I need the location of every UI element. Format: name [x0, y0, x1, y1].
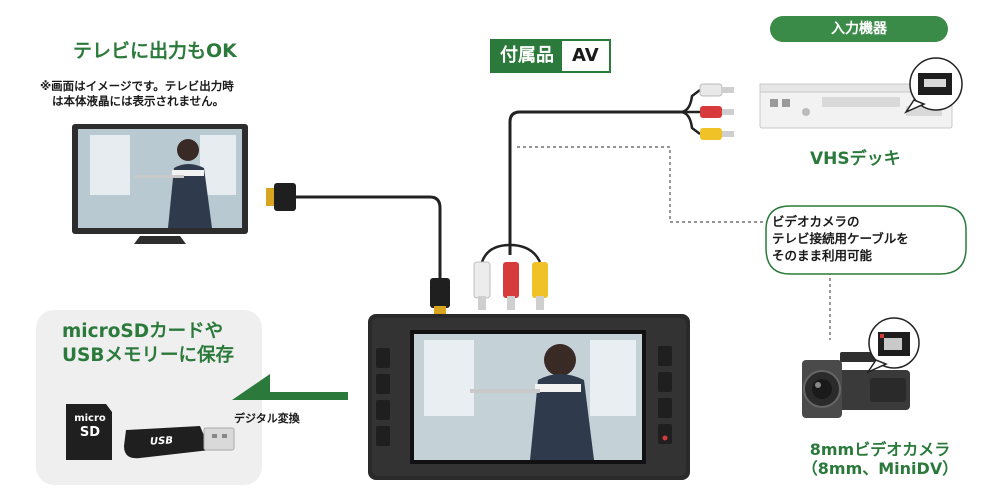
camera-bubble-line1: ビデオカメラの: [772, 214, 860, 229]
accessory-badge-right: AV: [562, 41, 609, 71]
vhs-deck-label: VHSデッキ: [810, 149, 901, 169]
camera-bubble-line2: テレビ接続用ケーブルを: [772, 231, 909, 246]
input-devices-label: 入力機器: [770, 16, 948, 42]
microsd-card-text: micro SD: [70, 412, 110, 440]
hdmi-cable: [266, 183, 450, 314]
vhs-deck-illustration: [759, 57, 963, 129]
capture-device: [368, 314, 690, 480]
storage-title-line2: USBメモリーに保存: [62, 345, 234, 366]
digital-arrow: [232, 374, 348, 400]
tv-output-title: テレビに出力もOK: [73, 40, 237, 62]
camcorder-illustration: [802, 317, 920, 418]
tv-note-line1: ※画面はイメージです。テレビ出力時: [40, 79, 234, 93]
camera-bubble-text: ビデオカメラの テレビ接続用ケーブルを そのまま利用可能: [772, 213, 909, 264]
usb-text: USB: [149, 435, 174, 448]
microsd-card-illustration: [66, 404, 112, 460]
av-cable: [473, 83, 734, 310]
camcorder-label: 8mmビデオカメラ （8mm、MiniDV）: [785, 440, 975, 478]
camcorder-label-line2: （8mm、MiniDV）: [801, 459, 959, 478]
tv-note: ※画面はイメージです。テレビ出力時 は本体液晶には表示されません。: [40, 79, 234, 109]
digital-conversion-label: デジタル変換: [234, 412, 300, 425]
dashed-connector: [517, 146, 831, 340]
microsd-text-line2: SD: [79, 425, 101, 440]
microsd-text-line1: micro: [74, 413, 106, 424]
storage-title: microSDカードや USBメモリーに保存: [62, 320, 234, 368]
accessory-badge-left: 付属品: [492, 41, 562, 71]
camera-bubble-line3: そのまま利用可能: [772, 248, 873, 263]
tv-illustration: [72, 124, 248, 244]
accessory-badge: 付属品 AV: [490, 39, 611, 73]
tv-note-line2: は本体液晶には表示されません。: [52, 94, 225, 108]
storage-title-line1: microSDカードや: [62, 321, 224, 342]
camcorder-label-line1: 8mmビデオカメラ: [809, 440, 951, 459]
usb-stick-illustration: [124, 426, 235, 459]
camera-bubble: [765, 205, 967, 275]
